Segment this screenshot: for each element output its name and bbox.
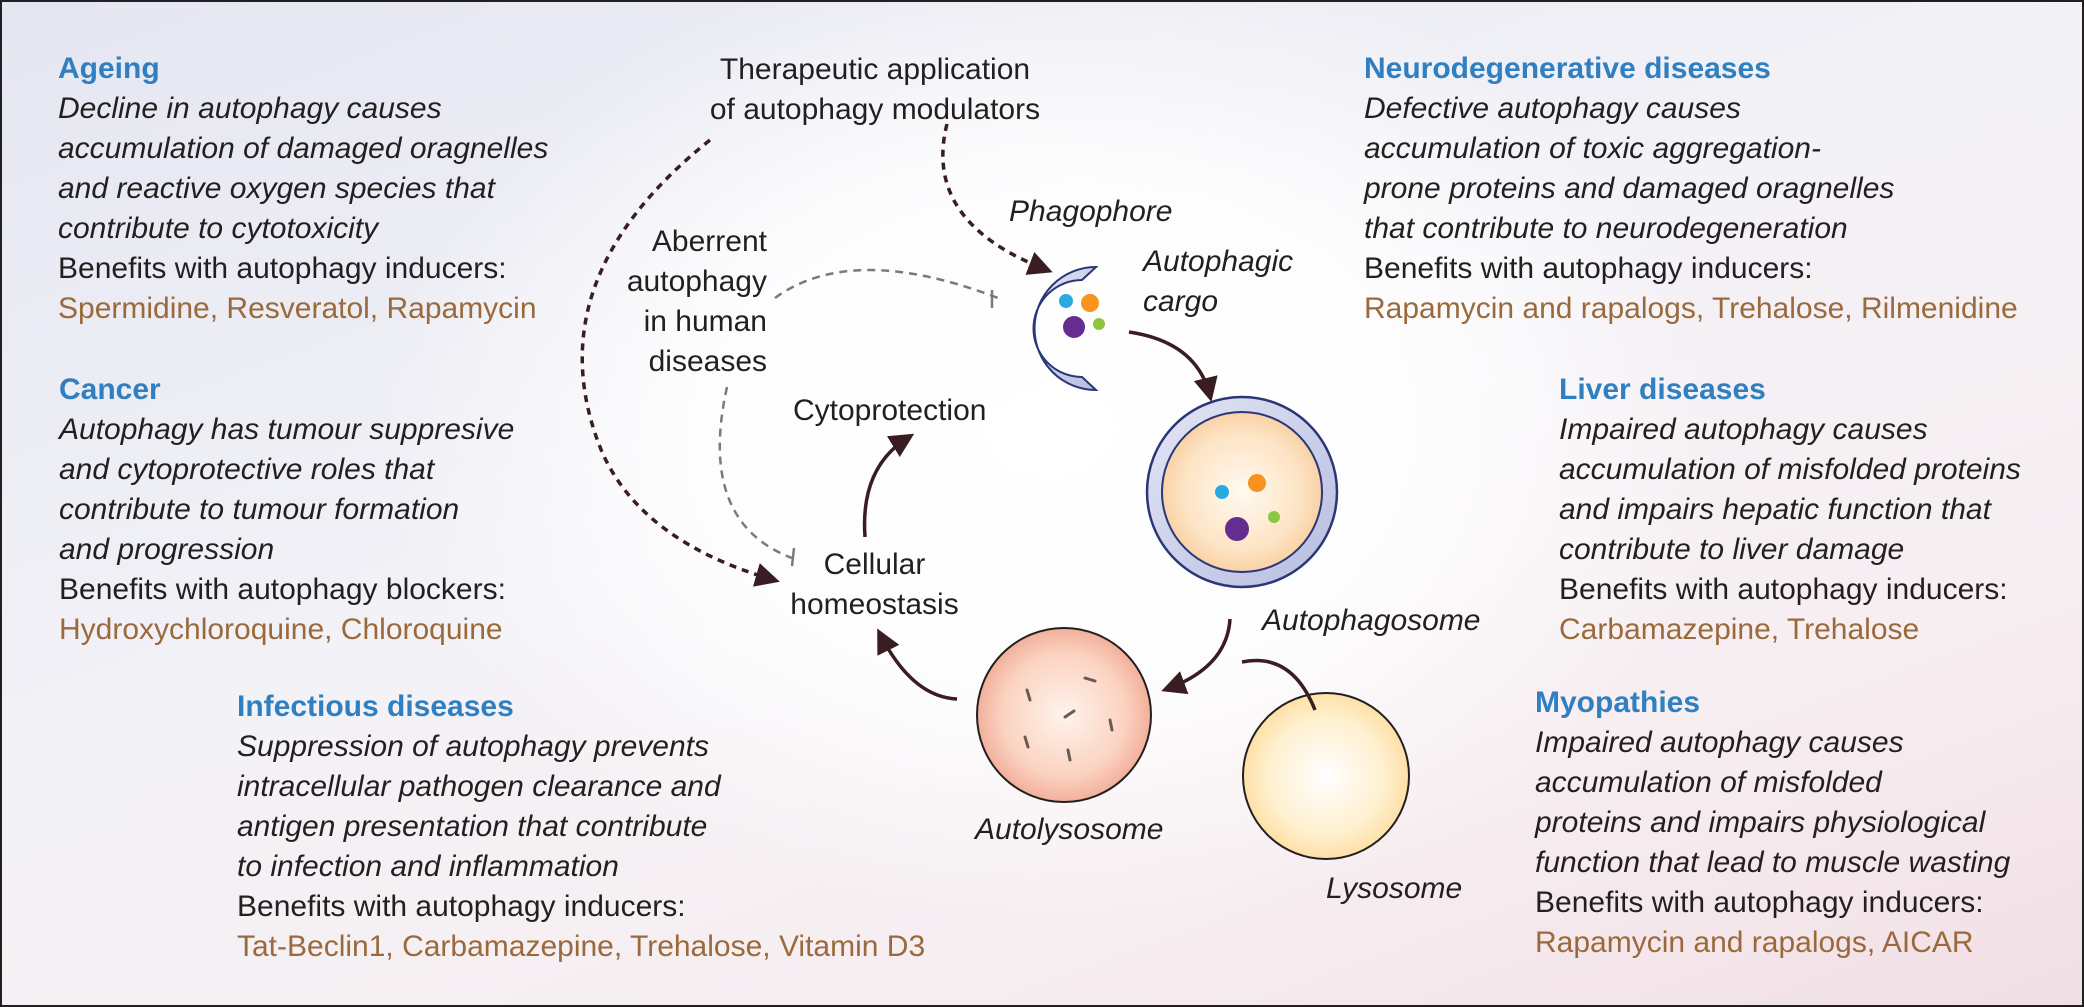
- arrow-autophagosome-to-autolysosome: [1161, 618, 1232, 695]
- cargo-dot: [1081, 294, 1099, 312]
- cancer-title: Cancer: [59, 373, 161, 406]
- neuro-desc-3: prone proteins and damaged oragnelles: [1364, 172, 1895, 205]
- aberrant-line-4: diseases: [648, 345, 767, 378]
- lysosome: [1242, 692, 1410, 860]
- infectious-title: Infectious diseases: [237, 690, 514, 723]
- ageing-block: Ageing Decline in autophagy causes accum…: [58, 49, 548, 329]
- myopathies-desc-2: accumulation of misfolded: [1535, 766, 1882, 799]
- arrow-phagophore-to-autophagosome: [1128, 330, 1218, 402]
- lysosome-label: Lysosome: [1326, 872, 1463, 905]
- cargo-dot: [1059, 294, 1073, 308]
- autolysosome-label: Autolysosome: [975, 813, 1164, 846]
- degraded-fragments: [1023, 676, 1114, 762]
- neuro-benefits: Benefits with autophagy inducers:: [1364, 252, 1813, 285]
- infectious-drugs: Tat-Beclin1, Carbamazepine, Trehalose, V…: [237, 930, 926, 963]
- cargo-dot: [1225, 517, 1249, 541]
- neuro-desc-1: Defective autophagy causes: [1364, 92, 1741, 125]
- cargo-line-1: Autophagic: [1143, 245, 1294, 278]
- cancer-benefits: Benefits with autophagy blockers:: [59, 573, 506, 606]
- phagophore-membrane: [1032, 265, 1099, 392]
- cargo-line-2: cargo: [1143, 285, 1219, 318]
- liver-block: Liver diseases Impaired autophagy causes…: [1559, 370, 2021, 650]
- ageing-desc-3: and reactive oxygen species that: [58, 172, 495, 205]
- liver-desc-1: Impaired autophagy causes: [1559, 413, 1928, 446]
- infectious-block: Infectious diseases Suppression of autop…: [237, 687, 925, 967]
- liver-desc-2: accumulation of misfolded proteins: [1559, 453, 2021, 486]
- neuro-desc-4: that contribute to neurodegeneration: [1364, 212, 1848, 245]
- arrow-homeostasis-to-cytoprotection: [862, 433, 915, 538]
- neuro-title: Neurodegenerative diseases: [1364, 52, 1771, 85]
- cancer-desc-4: and progression: [59, 533, 275, 566]
- cargo-label: Autophagic cargo: [1143, 242, 1293, 322]
- arrow-lysosome-merge: [1241, 658, 1317, 711]
- therapeutic-label: Therapeutic application of autophagy mod…: [675, 50, 1075, 130]
- aberrant-label: Aberrent autophagy in human diseases: [602, 222, 767, 382]
- therapeutic-line-2: of autophagy modulators: [709, 93, 1041, 126]
- myopathies-benefits: Benefits with autophagy inducers:: [1535, 886, 1984, 919]
- homeostasis-line-2: homeostasis: [790, 588, 959, 621]
- homeostasis-line-1: Cellular: [823, 548, 926, 581]
- autophagosome-label: Autophagosome: [1262, 604, 1481, 637]
- ageing-title: Ageing: [58, 52, 160, 85]
- homeostasis-label: Cellular homeostasis: [777, 545, 972, 625]
- autolysosome: [976, 627, 1152, 803]
- aberrant-line-1: Aberrent: [651, 225, 767, 258]
- myopathies-title: Myopathies: [1535, 686, 1701, 719]
- ageing-desc-1: Decline in autophagy causes: [58, 92, 442, 125]
- cancer-desc-1: Autophagy has tumour suppresive: [59, 413, 515, 446]
- myopathies-desc-3: proteins and impairs physiological: [1535, 806, 1986, 839]
- liver-desc-4: contribute to liver damage: [1559, 533, 1905, 566]
- cancer-block: Cancer Autophagy has tumour suppresive a…: [59, 370, 514, 650]
- phagophore-label: Phagophore: [1009, 195, 1173, 228]
- liver-desc-3: and impairs hepatic function that: [1559, 493, 1991, 526]
- cargo-dot: [1248, 474, 1266, 492]
- inhibitor-bar: [790, 547, 796, 567]
- liver-title: Liver diseases: [1559, 373, 1766, 406]
- inhibitor-line-to-homeostasis: [718, 386, 793, 560]
- inhibitor-line-to-phagophore: [774, 268, 999, 300]
- neuro-block: Neurodegenerative diseases Defective aut…: [1364, 49, 2018, 329]
- infectious-desc-3: antigen presentation that contribute: [237, 810, 708, 843]
- neuro-desc-2: accumulation of toxic aggregation-: [1364, 132, 1821, 165]
- myopathies-desc-1: Impaired autophagy causes: [1535, 726, 1904, 759]
- myopathies-desc-4: function that lead to muscle wasting: [1535, 846, 2011, 879]
- myopathies-drugs: Rapamycin and rapalogs, AICAR: [1535, 926, 1974, 959]
- ageing-benefits: Benefits with autophagy inducers:: [58, 252, 507, 285]
- myopathies-block: Myopathies Impaired autophagy causes acc…: [1535, 683, 2010, 963]
- liver-benefits: Benefits with autophagy inducers:: [1559, 573, 2008, 606]
- aberrant-line-2: autophagy: [626, 265, 767, 298]
- aberrant-line-3: in human: [643, 305, 767, 338]
- cancer-drugs: Hydroxychloroquine, Chloroquine: [59, 613, 503, 646]
- infectious-benefits: Benefits with autophagy inducers:: [237, 890, 686, 923]
- autophagosome-inner: [1161, 411, 1323, 573]
- cytoprotection-label: Cytoprotection: [793, 394, 987, 427]
- cancer-desc-3: contribute to tumour formation: [59, 493, 460, 526]
- cancer-desc-2: and cytoprotective roles that: [59, 453, 435, 486]
- liver-drugs: Carbamazepine, Trehalose: [1559, 613, 1920, 646]
- ageing-desc-2: accumulation of damaged oragnelles: [58, 132, 549, 165]
- cargo-dot: [1268, 511, 1280, 523]
- infectious-desc-2: intracellular pathogen clearance and: [237, 770, 721, 803]
- infectious-desc-4: to infection and inflammation: [237, 850, 619, 883]
- arrow-autolysosome-to-homeostasis: [877, 628, 958, 701]
- therapeutic-line-1: Therapeutic application: [719, 53, 1031, 86]
- ageing-desc-4: contribute to cytotoxicity: [58, 212, 379, 245]
- cargo-dot: [1093, 318, 1105, 330]
- ageing-drugs: Spermidine, Resveratol, Rapamycin: [58, 292, 537, 325]
- dashed-arrow-to-homeostasis: [580, 138, 780, 587]
- cargo-dot: [1215, 485, 1229, 499]
- cargo-dot: [1063, 316, 1085, 338]
- infectious-desc-1: Suppression of autophagy prevents: [237, 730, 709, 763]
- neuro-drugs: Rapamycin and rapalogs, Trehalose, Rilme…: [1364, 292, 2018, 325]
